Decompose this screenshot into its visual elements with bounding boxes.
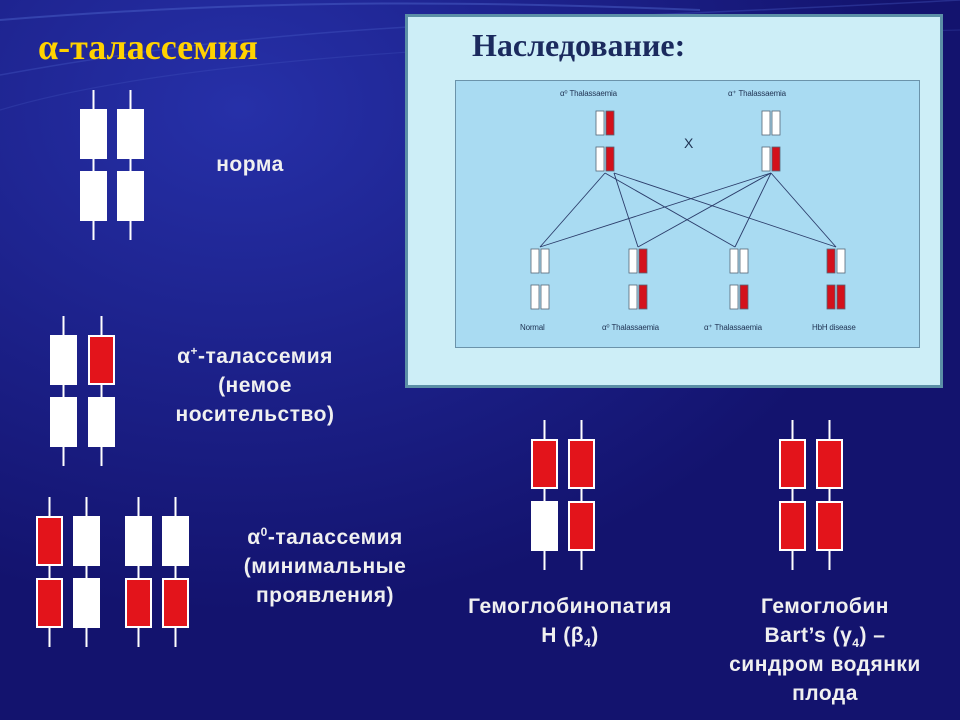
inheritance-lines [530, 110, 846, 310]
alpha-zero-label: α0-талассемия (минимальные проявления) [243, 525, 407, 607]
offspring-label-1: α⁰ Thalassaemia [602, 323, 659, 332]
hbh-chromosome-2 [568, 420, 595, 570]
offspring-label-3: HbH disease [812, 323, 856, 332]
offspring-normal-chromosomes [530, 248, 550, 310]
alpha-zero-b-chromosome-1 [125, 497, 152, 647]
alpha-plus-chromosome-2 [88, 316, 115, 466]
inheritance-line-1 [604, 172, 736, 248]
offspring-label-2: α⁺ Thalassaemia [704, 323, 762, 332]
alpha-zero-a-chromosome-1 [36, 497, 63, 647]
cross-symbol: X [684, 135, 694, 151]
inheritance-line-7 [770, 172, 837, 248]
parent-left-chromosomes [595, 110, 615, 172]
inheritance-line-6 [734, 172, 772, 248]
inheritance-line-3 [613, 172, 837, 248]
parent-right-label: α⁺ Thalassaemia [728, 89, 786, 98]
barts-chromosome-1 [779, 420, 806, 570]
barts-chromosome-2 [816, 420, 843, 570]
inheritance-diagram: α⁰ Thalassaemia α⁺ Thalassaemia X Normal… [455, 80, 920, 348]
hbh-chromosome-1 [531, 420, 558, 570]
inheritance-title: Наследование: [472, 27, 686, 63]
parent-right-chromosomes [761, 110, 781, 172]
slide-title: α-талассемия [38, 27, 258, 67]
normal-chromosome-2 [117, 90, 144, 240]
inheritance-line-2 [613, 172, 639, 248]
alpha-zero-b-chromosome-2 [162, 497, 189, 647]
inheritance-line-5 [637, 172, 772, 248]
barts-label: Гемоглобин Bart’s (γ4) – синдром водянки… [729, 595, 921, 705]
alpha-plus-chromosome-1 [50, 316, 77, 466]
hbh-label: Гемоглобинопатия H (β4) [468, 595, 672, 651]
inheritance-line-0 [539, 172, 606, 248]
normal-chromosome-1 [80, 90, 107, 240]
offspring-alpha-plus-chromosomes [729, 248, 749, 310]
inheritance-line-4 [539, 172, 772, 248]
parent-left-label: α⁰ Thalassaemia [560, 89, 617, 98]
alpha-zero-a-chromosome-2 [73, 497, 100, 647]
offspring-hbh-chromosomes [826, 248, 846, 310]
inheritance-panel: Наследование: α⁰ Thalassaemia α⁺ Thalass… [405, 14, 943, 388]
normal-label: норма [216, 153, 284, 176]
offspring-label-0: Normal [520, 323, 545, 332]
offspring-alpha-zero-chromosomes [628, 248, 648, 310]
alpha-plus-label: α+-талассемия (немое носительство) [175, 344, 335, 426]
